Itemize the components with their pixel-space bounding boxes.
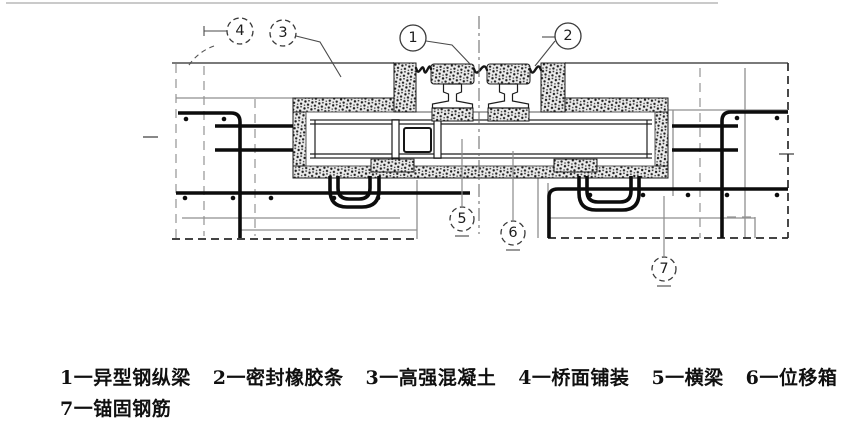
callout-3: 3 — [269, 19, 297, 47]
steel-rail-beam-2 — [486, 63, 531, 109]
callout-number: 6 — [508, 225, 517, 241]
callout-7: 7 — [651, 256, 677, 282]
callout-2: 2 — [554, 22, 582, 50]
legend-item-5: 5一横梁 — [651, 367, 724, 389]
callout-number: 5 — [457, 211, 466, 227]
callout-circle — [399, 24, 427, 52]
callout-circle — [449, 206, 475, 232]
legend-item-2: 2一密封橡胶条 — [212, 367, 344, 389]
edge-profile-left — [393, 62, 417, 113]
callout-number: 3 — [278, 25, 287, 41]
callout-circle — [651, 256, 677, 282]
callout-6: 6 — [500, 220, 526, 246]
rubber-seals — [414, 65, 543, 74]
beam-divider-right — [433, 119, 442, 159]
box-bottom-plate — [292, 165, 669, 179]
left-deck-block — [172, 62, 418, 240]
callout-leaders — [186, 26, 671, 287]
callout-circle — [226, 17, 254, 45]
callout-4: 4 — [226, 17, 254, 45]
callout-number: 2 — [563, 28, 572, 44]
callout-number: 7 — [659, 261, 668, 277]
cross-beam — [310, 119, 652, 159]
callout-circle — [500, 220, 526, 246]
scan-artifacts — [6, 2, 794, 155]
rebar-loop-right — [577, 176, 641, 212]
legend-row-1: 1一异型钢纵梁 2一密封橡胶条 3一高强混凝土 4一桥面铺装 5一横梁 6一位移… — [60, 363, 837, 394]
callout-number: 4 — [235, 23, 244, 39]
callout-1: 1 — [399, 24, 427, 52]
bearing-block — [403, 127, 432, 153]
callout-circle — [269, 19, 297, 47]
legend-item-7: 7一锚固钢筋 — [60, 398, 172, 420]
bearing-pads — [370, 107, 598, 173]
steel-rail-beam-1 — [430, 63, 475, 109]
legend-item-6: 6一位移箱 — [745, 367, 838, 389]
legend-row-2: 7一锚固钢筋 — [60, 394, 837, 425]
callout-circle — [554, 22, 582, 50]
legend: 1一异型钢纵梁 2一密封橡胶条 3一高强混凝土 4一桥面铺装 5一横梁 6一位移… — [60, 363, 837, 425]
callout-5: 5 — [449, 206, 475, 232]
edge-profile-right — [540, 62, 566, 113]
legend-item-4: 4一桥面铺装 — [518, 367, 630, 389]
legend-item-3: 3一高强混凝土 — [365, 367, 497, 389]
anchor-rebar — [176, 110, 788, 238]
legend-item-1: 1一异型钢纵梁 — [60, 367, 191, 389]
beam-divider-left — [391, 119, 400, 159]
callout-number: 1 — [408, 30, 417, 46]
displacement-box — [292, 97, 669, 179]
anchor-plate-right — [564, 97, 669, 113]
